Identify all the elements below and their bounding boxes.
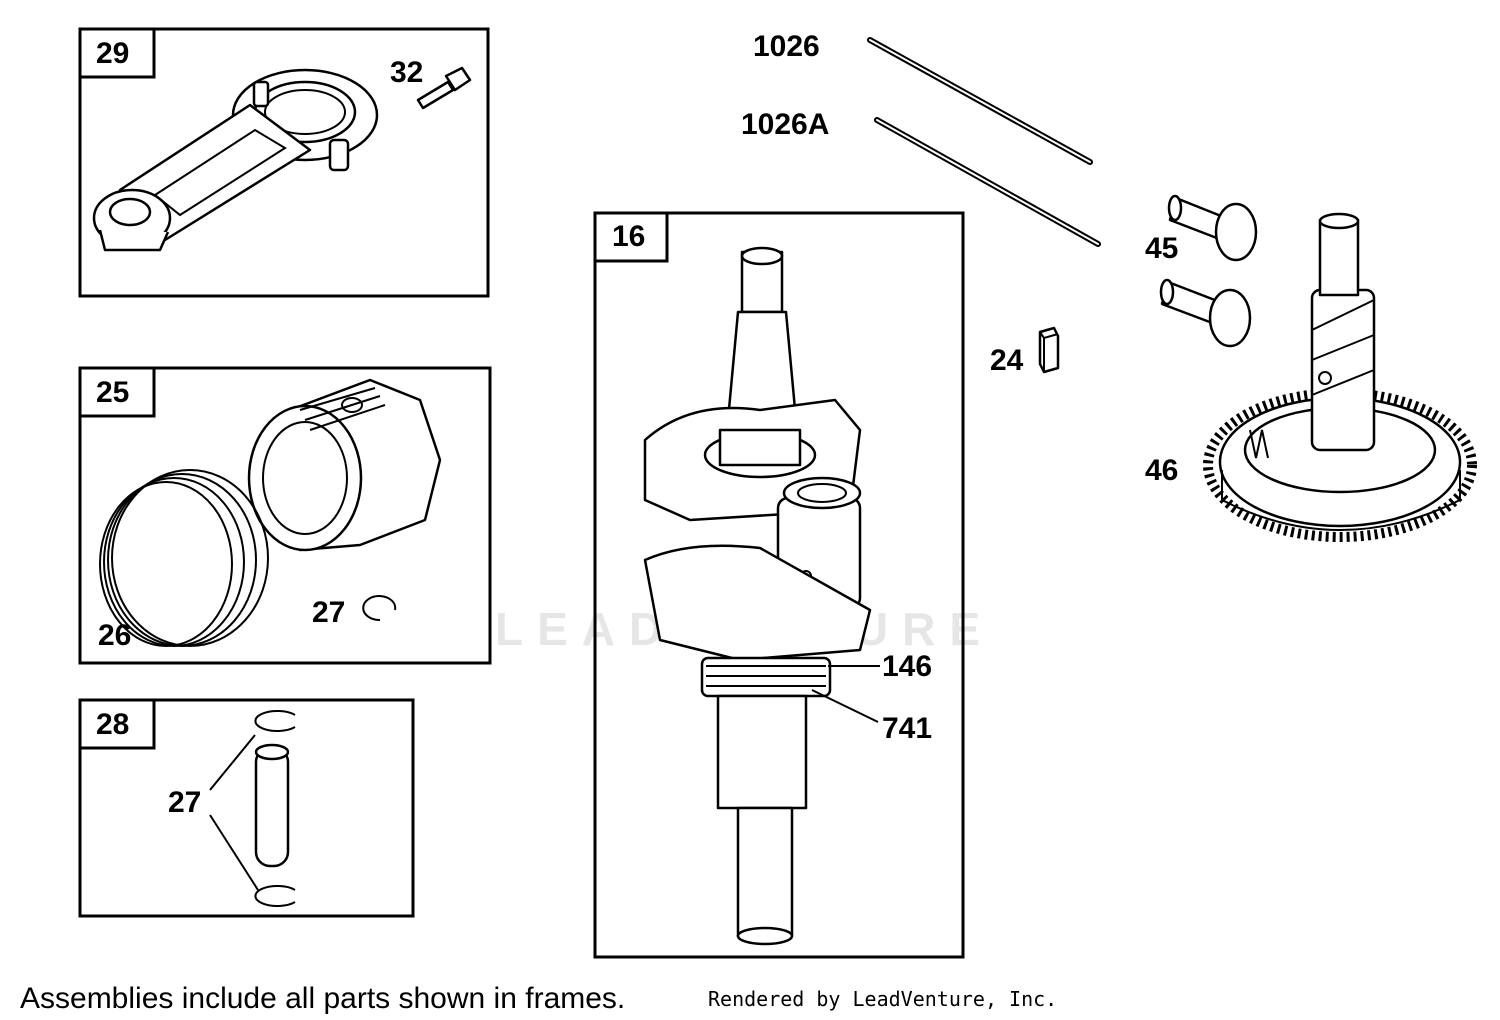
crankshaft-part[interactable]: [643, 246, 872, 946]
callout-146: 146: [882, 650, 932, 683]
callout-26: 26: [98, 619, 131, 652]
callout-32: 32: [390, 56, 423, 89]
callout-1026a: 1026A: [741, 108, 829, 141]
piston-pin-part[interactable]: [254, 743, 290, 868]
piston-clip-part[interactable]: [362, 595, 397, 622]
frame-number-29: 29: [96, 37, 129, 70]
pin-clip-top-part[interactable]: [254, 710, 296, 732]
frame-number-16: 16: [612, 220, 645, 253]
frame-piston-pin: 28 27: [78, 698, 415, 918]
callout-46: 46: [1145, 454, 1178, 487]
pushrod-a-part[interactable]: [874, 117, 1101, 247]
frame-number-28: 28: [96, 708, 129, 741]
cap-bolt-part[interactable]: [416, 66, 472, 110]
tappet-lower-part[interactable]: [1159, 278, 1252, 348]
pushrod-part[interactable]: [867, 37, 1093, 165]
connecting-rod-part[interactable]: [92, 68, 379, 252]
tappet-upper-part[interactable]: [1167, 194, 1258, 262]
pin-clip-bottom-part[interactable]: [254, 885, 296, 907]
camshaft-part[interactable]: [1203, 212, 1477, 542]
leader-741: [811, 689, 879, 723]
callout-24: 24: [990, 344, 1024, 377]
callout-1026: 1026: [753, 30, 820, 63]
key-part[interactable]: [1038, 326, 1060, 374]
frame-piston: 25 26 27: [78, 366, 492, 665]
callout-45: 45: [1145, 232, 1178, 265]
frame-connecting-rod: 29 32: [78, 27, 490, 298]
callout-27-pin: 27: [168, 786, 201, 819]
footer-note: Assemblies include all parts shown in fr…: [20, 982, 625, 1015]
piston-part[interactable]: [247, 378, 442, 552]
frame-crankshaft: 16 146 741: [593, 211, 965, 959]
frame-number-25: 25: [96, 376, 129, 409]
piston-rings-part[interactable]: [99, 469, 269, 647]
callout-27-piston: 27: [312, 596, 345, 629]
callout-741: 741: [882, 712, 932, 745]
footer-credit: Rendered by LeadVenture, Inc.: [708, 987, 1057, 1011]
